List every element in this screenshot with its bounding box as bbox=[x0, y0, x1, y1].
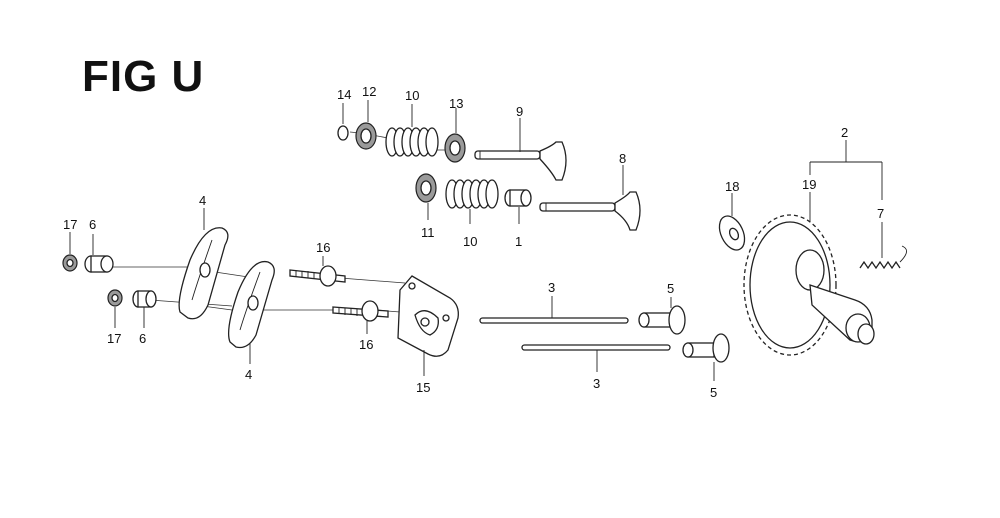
figure-title: FIG U bbox=[82, 52, 205, 101]
exhaust-valve-part bbox=[474, 141, 567, 181]
camshaft-gear-part bbox=[743, 214, 875, 356]
rocker-arm-lower-part bbox=[227, 260, 275, 349]
tappet-upper-part bbox=[638, 305, 686, 335]
rocker-nut-upper-part bbox=[62, 254, 78, 272]
rocker-nut-lower-part bbox=[107, 289, 123, 307]
spring-retainer-part bbox=[355, 122, 377, 150]
callout-14: 14 bbox=[337, 87, 351, 102]
spring-retainer-lower-part bbox=[415, 173, 437, 203]
callout-6-lower: 6 bbox=[139, 331, 146, 346]
callout-9: 9 bbox=[516, 104, 523, 119]
intake-valve-part bbox=[539, 191, 641, 231]
callout-16-lower: 16 bbox=[359, 337, 373, 352]
push-rod-upper-part bbox=[479, 317, 629, 324]
callout-13: 13 bbox=[449, 96, 463, 111]
valve-rotator-part bbox=[444, 133, 466, 163]
callout-16-upper: 16 bbox=[316, 240, 330, 255]
callout-11: 11 bbox=[421, 225, 435, 240]
valve-spring-upper-part bbox=[385, 127, 439, 157]
callout-1: 1 bbox=[515, 234, 522, 249]
pivot-lower-part bbox=[132, 290, 157, 308]
callout-3-lower: 3 bbox=[593, 376, 600, 391]
camshaft-washer-part bbox=[718, 215, 746, 251]
callout-4-lower: 4 bbox=[245, 367, 252, 382]
rocker-arm-upper-part bbox=[178, 227, 229, 320]
valve-keeper-part bbox=[337, 125, 349, 141]
rocker-stud-lower-part bbox=[332, 300, 389, 322]
callout-5-upper: 5 bbox=[667, 281, 674, 296]
valve-stem-seal-part bbox=[504, 189, 532, 207]
callout-15: 15 bbox=[416, 380, 430, 395]
callout-19: 19 bbox=[802, 177, 816, 192]
tappet-lower-part bbox=[682, 333, 730, 363]
callout-3-upper: 3 bbox=[548, 280, 555, 295]
callout-2: 2 bbox=[841, 125, 848, 140]
callout-17-lower: 17 bbox=[107, 331, 121, 346]
callout-labels: 14 12 10 13 9 8 11 10 1 18 2 19 7 17 6 4… bbox=[63, 84, 884, 400]
push-rod-lower-part bbox=[521, 344, 671, 351]
pivot-upper-part bbox=[84, 255, 114, 273]
valve-spring-lower-part bbox=[445, 179, 499, 209]
callout-18: 18 bbox=[725, 179, 739, 194]
callout-10-lower: 10 bbox=[463, 234, 477, 249]
callout-17-upper: 17 bbox=[63, 217, 77, 232]
callout-12: 12 bbox=[362, 84, 376, 99]
push-rod-guide-plate-part bbox=[397, 275, 459, 357]
callout-7: 7 bbox=[877, 206, 884, 221]
leader-lines bbox=[69, 100, 883, 381]
callout-4-upper: 4 bbox=[199, 193, 206, 208]
rocker-stud-upper-part bbox=[289, 265, 346, 287]
callout-10-upper: 10 bbox=[405, 88, 419, 103]
callout-8: 8 bbox=[619, 151, 626, 166]
callout-5-lower: 5 bbox=[710, 385, 717, 400]
callout-6-upper: 6 bbox=[89, 217, 96, 232]
decompressor-spring-part bbox=[859, 245, 907, 270]
